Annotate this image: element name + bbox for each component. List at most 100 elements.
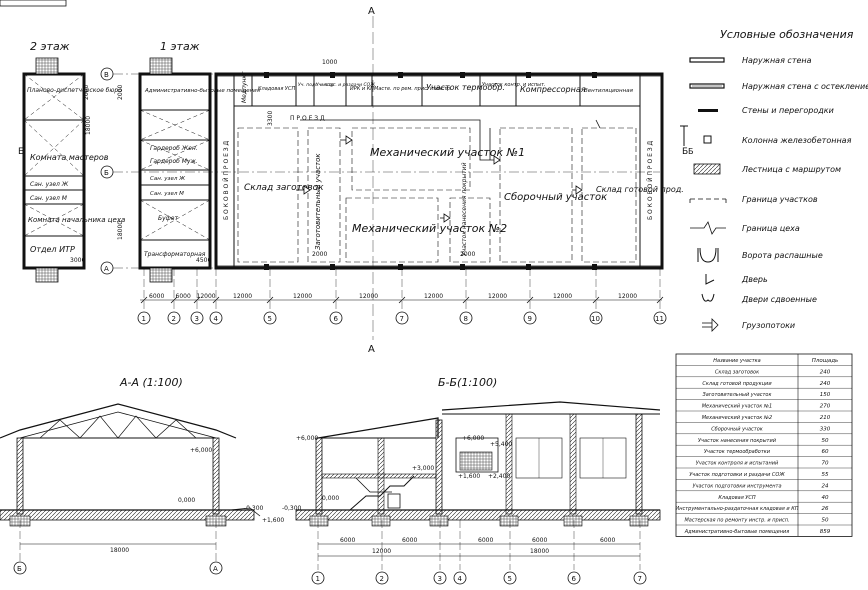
dim-label: 6000: [176, 293, 191, 300]
section-mark-b-right: Б: [682, 147, 688, 157]
legend-item: Наружная стена с остеклением: [742, 82, 868, 91]
level: +6,000: [296, 435, 318, 442]
dim-label: 6000: [340, 537, 355, 544]
dim-label: 12000: [359, 293, 378, 300]
partition-icon: [698, 109, 718, 112]
level: +2,400: [488, 473, 510, 480]
room-label: ИРК и КП: [350, 86, 374, 92]
legend-item: Граница участков: [742, 195, 818, 204]
dim-2000-nan: 2000: [460, 251, 475, 258]
level: +1,600: [262, 517, 284, 524]
dim-label: 12000: [553, 293, 572, 300]
table-cell-name: Сборочный участок: [711, 426, 763, 432]
dim-4500: 4500: [196, 257, 211, 264]
table-cell-area: 150: [820, 392, 831, 398]
passage-right: Б О К О В О Й П Р О Е З Д: [647, 140, 654, 220]
room-label: Сан. узел Ж: [30, 181, 69, 188]
axis-label: 3: [195, 315, 199, 323]
section-aa-title: А-А (1:100): [119, 376, 183, 389]
level: +6,000: [190, 447, 212, 454]
dim-label: 6000: [402, 537, 417, 544]
legend-item: Грузопотоки: [742, 321, 795, 330]
table-cell-name: Участок подготовки и раздачи СОЖ: [689, 472, 785, 478]
table-cell-area: 240: [820, 369, 831, 375]
floor1-room-labels: Административно-бытовые помещения Гардер…: [144, 88, 261, 258]
axis-label: 9: [528, 315, 532, 323]
table-cell-name: Название участка: [713, 358, 760, 364]
table-cell-name: Участок термообработки: [704, 449, 771, 455]
zone-label: Сборочный участок: [504, 191, 607, 203]
table-cell-name: Участок контроля и испытаний: [696, 461, 779, 467]
dim-2000: 2000: [117, 85, 124, 100]
room-label: Уч. подг. инстр.: [298, 82, 336, 88]
dim-label: 12000: [372, 548, 391, 555]
column-icon: [703, 135, 712, 144]
table-cell-area: 859: [820, 529, 831, 535]
table-cell-area: 70: [822, 461, 829, 467]
axis-label: 2: [172, 315, 176, 323]
legend-item: Колонна железобетонная: [742, 136, 852, 145]
row-axes-left: В Б А: [100, 67, 660, 275]
shop-boundary-icon: [690, 221, 726, 235]
section-mark-a-top: А: [368, 6, 375, 17]
axis-label: 8: [464, 315, 468, 323]
table-cell-name: Мастерская по ремонту инстр. и присп.: [684, 518, 789, 524]
dim-2000b: 2000: [312, 251, 327, 258]
level: -0,300: [282, 505, 302, 512]
room-label: Буфет: [158, 215, 178, 222]
section-mark-a-bottom: А: [368, 344, 375, 355]
room-label: Комната мастеров: [30, 153, 109, 162]
exterior-wall-icon: [689, 57, 725, 63]
axis-label: 7: [400, 315, 404, 323]
table-cell-area: 50: [822, 518, 829, 524]
door-icon: [705, 274, 715, 285]
room-label: Уч. подг. и раздачи СОЖ: [316, 82, 375, 88]
legend-title: Условные обозначения: [720, 28, 854, 41]
table-cell-area: 270: [820, 404, 831, 410]
axis-label: 3: [438, 575, 442, 583]
passage-left: Б О К О В О Й П Р О Е З Д: [223, 140, 230, 220]
axis-label: А: [213, 565, 218, 573]
room-label: Административно-бытовые помещения: [144, 88, 261, 94]
section-aa: А-А (1:100) +6,000 0,000 -0,300 -0,300 +…: [0, 376, 302, 575]
zone-label: Склад готовой прод.: [596, 185, 684, 194]
gate-icon: [699, 247, 717, 263]
legend-item: Стены и перегородки: [742, 106, 834, 115]
axis-label: 11: [655, 315, 664, 323]
zone-label: Склад заготовок: [244, 183, 324, 193]
dim-label: 6000: [149, 293, 164, 300]
dim-label: 12000: [293, 293, 312, 300]
axis-label: 2: [380, 575, 384, 583]
level: 0,000: [322, 495, 339, 502]
dim-label: 6000: [600, 537, 615, 544]
axis-label: 4: [458, 575, 463, 583]
axis-label: 10: [591, 315, 600, 323]
table-cell-area: 40: [822, 495, 829, 501]
floor2-plan: 2 этаж Планово-диспетчерское бюро Комнат…: [18, 40, 125, 283]
room-label: Кладовая УСП: [258, 86, 295, 92]
room-label: Гардероб Муж.: [150, 158, 198, 165]
table-cell-name: Механический участок №2: [702, 415, 773, 421]
table-cell-area: 330: [820, 426, 831, 432]
floor2-room-labels: Планово-диспетчерское бюро Комната масте…: [27, 87, 125, 254]
room-label: Комната начальника цеха: [28, 216, 125, 224]
level: 0,000: [178, 497, 195, 504]
table-cell-area: 60: [822, 449, 829, 455]
axis-label: 6: [334, 315, 339, 323]
top-room-labels: Медпункт Кладовая УСП Уч. подг. инстр. У…: [241, 71, 634, 103]
axis-label: А: [104, 265, 109, 273]
section-b-legend: Б: [688, 147, 694, 156]
table-cell-name: Участок нанесения покрытий: [698, 438, 777, 444]
table-cell-area: 26: [822, 506, 829, 512]
room-label: Сан. узел М: [150, 191, 184, 197]
table-cell-area: 50: [822, 438, 829, 444]
dim-label: 6000: [478, 537, 493, 544]
double-door-icon: [701, 293, 715, 302]
axis-label: 5: [268, 315, 272, 323]
table-cell-name: Механический участок №1: [702, 404, 773, 410]
table-cell-name: Административно-бытовые помещения: [684, 529, 790, 535]
room-label: Масте. по рем. прис. и инстр.: [374, 86, 452, 92]
